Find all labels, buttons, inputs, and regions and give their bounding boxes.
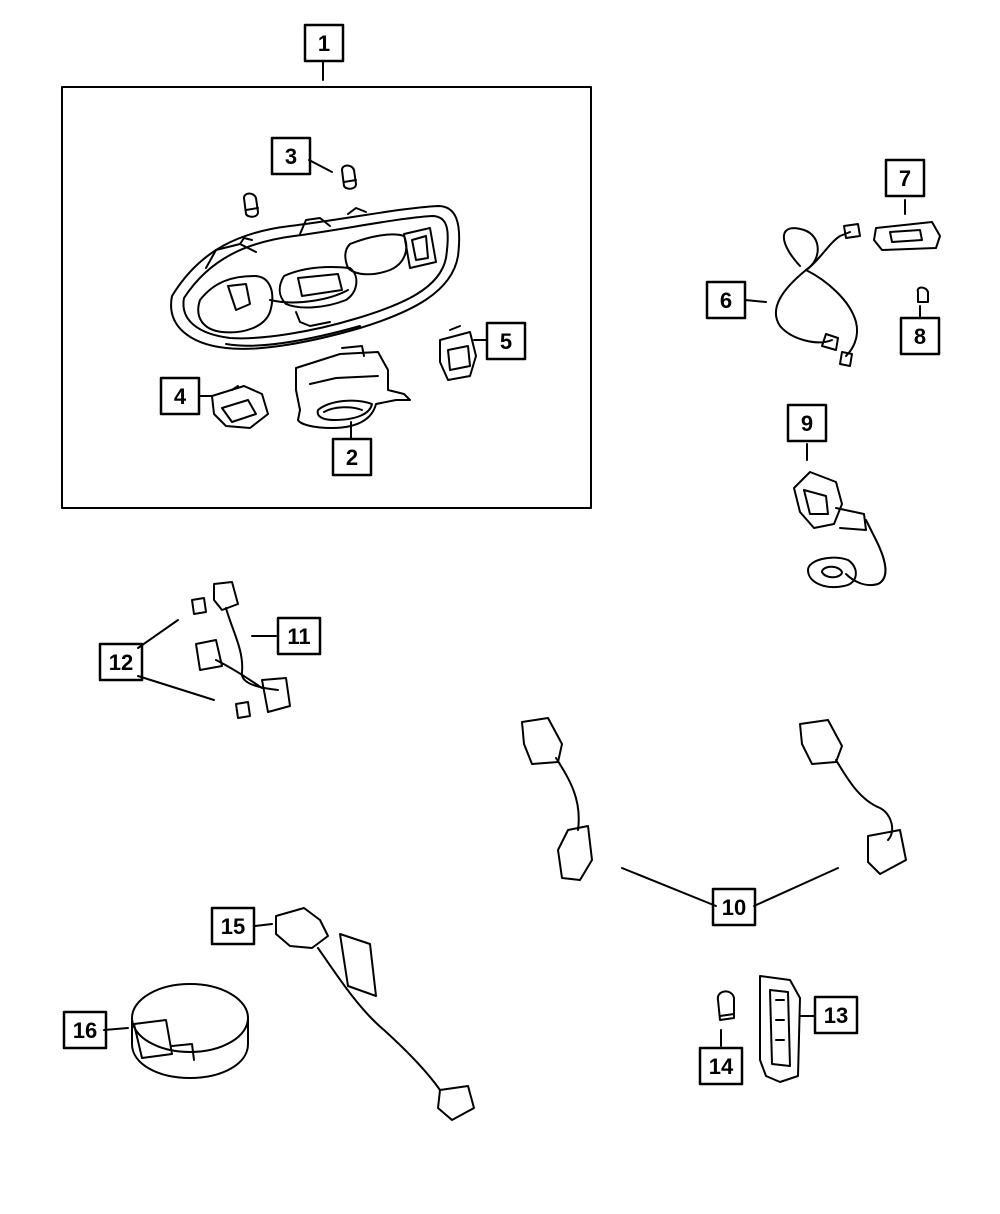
callout-11-label: 11 [287, 624, 310, 649]
callout-12-label: 12 [109, 650, 133, 675]
callout-1: 1 [303, 23, 345, 63]
lamp-assembly-illustration-9 [793, 471, 887, 588]
callout-16-label: 16 [73, 1018, 97, 1043]
callout-12: 12 [98, 642, 144, 682]
callout-6-label: 6 [720, 288, 732, 313]
callout-9: 9 [786, 403, 828, 443]
callout-14-label: 14 [709, 1054, 734, 1079]
wire-harness-illustration-11 [191, 581, 291, 719]
callout-13-label: 13 [824, 1003, 848, 1028]
wire-harness-illustration-6 [774, 223, 861, 367]
callout-15: 15 [210, 906, 256, 946]
bulb-illustration-3 [243, 164, 357, 218]
callout-15-label: 15 [221, 914, 245, 939]
bulb-illustration-14 [716, 990, 735, 1021]
callout-10-label: 10 [722, 895, 746, 920]
lamp-illustration-7 [873, 221, 941, 251]
callout-5: 5 [485, 321, 527, 361]
callout-7-label: 7 [899, 166, 911, 191]
callout-10: 10 [711, 887, 757, 927]
leader-lines [103, 61, 921, 1047]
callout-9-label: 9 [801, 411, 813, 436]
switch-illustration-5 [439, 325, 477, 381]
callout-14: 14 [698, 1046, 744, 1086]
wire-harness-illustration-15 [275, 907, 475, 1121]
bulb-illustration-8 [916, 286, 929, 303]
callout-13: 13 [813, 995, 859, 1035]
callout-2-label: 2 [346, 445, 358, 470]
lamp-housing-illustration-2 [295, 345, 411, 429]
lamp-illustration-13 [759, 975, 801, 1083]
callout-3: 3 [270, 136, 312, 176]
callout-8: 8 [899, 316, 941, 356]
overhead-console-illustration [170, 205, 461, 350]
assembly-frame [61, 86, 592, 509]
callout-4-label: 4 [174, 384, 187, 409]
callout-3-label: 3 [285, 144, 297, 169]
callout-16: 16 [62, 1010, 108, 1050]
callout-8-label: 8 [914, 324, 926, 349]
wire-harness-illustration-10 [521, 717, 907, 881]
callout-11: 11 [276, 616, 322, 656]
callout-1-label: 1 [318, 31, 330, 56]
switch-illustration-4 [211, 385, 269, 429]
callout-4: 4 [159, 376, 201, 416]
callout-6: 6 [705, 280, 747, 320]
callout-5-label: 5 [500, 329, 512, 354]
puck-light-illustration-16 [131, 983, 249, 1079]
callout-7: 7 [884, 158, 926, 198]
callout-2: 2 [331, 437, 373, 477]
